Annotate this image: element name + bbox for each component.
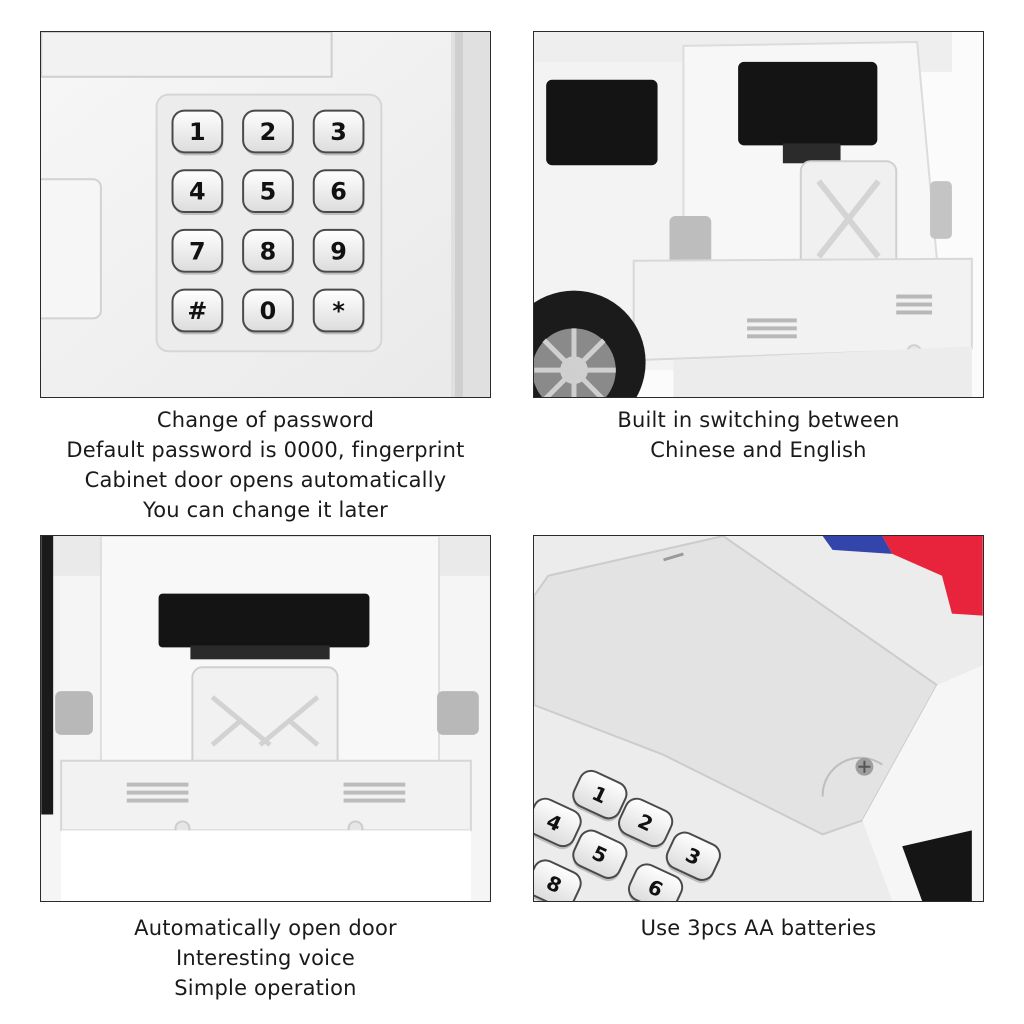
keypad-key-label: 9 — [330, 237, 347, 265]
keypad-key-label: * — [332, 297, 344, 325]
keypad-key: 8 — [242, 228, 294, 275]
keypad-key-label: # — [187, 297, 207, 325]
battery-cover-illustration: 123 456 8 — [534, 536, 983, 901]
photo-car-rear — [533, 31, 984, 398]
keypad-key: 3 — [312, 109, 365, 156]
caption-line: Automatically open door — [134, 916, 397, 940]
keypad-key-label: 4 — [189, 178, 206, 206]
caption-line: You can change it later — [142, 498, 389, 522]
keypad-key: 5 — [242, 169, 294, 215]
caption-password: Change of password Default password is 0… — [40, 405, 491, 525]
caption-line: Use 3pcs AA batteries — [640, 916, 877, 940]
caption-line: Interesting voice — [175, 946, 356, 970]
caption-line: Cabinet door opens automatically — [84, 468, 447, 492]
keypad-key: 8 — [534, 859, 582, 901]
caption-line: Chinese and English — [650, 438, 867, 462]
keypad-key-label: 3 — [330, 118, 347, 146]
keypad-key-label: 6 — [330, 178, 347, 206]
keypad-key: 4 — [534, 797, 582, 850]
keypad-key: 6 — [312, 169, 365, 215]
keypad-key: 0 — [242, 288, 294, 335]
keypad-key-label: 0 — [260, 297, 277, 325]
car-rear-illustration — [534, 32, 983, 397]
keypad-key-label: 7 — [189, 237, 206, 265]
caption-line: Built in switching between — [617, 408, 900, 432]
keypad-key: 1 — [171, 109, 224, 156]
keypad-key: 2 — [242, 109, 294, 156]
keypad-illustration: 1 2 3 4 5 6 7 8 9 #0 * — [41, 32, 490, 397]
caption-door: Automatically open door Interesting voic… — [40, 913, 491, 1003]
caption-batteries: Use 3pcs AA batteries — [533, 913, 984, 943]
caption-line: Default password is 0000, fingerprint — [66, 438, 465, 462]
caption-line: Change of password — [156, 408, 375, 432]
keypad-key: 4 — [171, 169, 224, 215]
keypad-key-label: 8 — [260, 237, 277, 265]
keypad-key: 1 — [572, 769, 628, 822]
keypad-key: 6 — [627, 863, 684, 901]
photo-car-rear-front-view — [40, 535, 491, 902]
keypad-key: * — [312, 288, 365, 335]
red-light — [882, 536, 983, 616]
caption-line: Simple operation — [174, 976, 357, 1000]
keypad-key-label: 1 — [189, 118, 206, 146]
keypad-key: 9 — [312, 228, 365, 275]
keypad-key: 2 — [618, 797, 674, 850]
keypad-key-label: 2 — [260, 118, 277, 146]
keypad-key: # — [171, 288, 224, 335]
keypad-key: 7 — [171, 228, 224, 275]
keypad-key-label: 5 — [260, 178, 277, 206]
car-rear-front-illustration — [41, 536, 490, 901]
keypad-key: 3 — [665, 831, 721, 884]
keypad-key: 5 — [572, 829, 628, 882]
caption-language: Built in switching between Chinese and E… — [533, 405, 984, 465]
photo-keypad-closeup: 1 2 3 4 5 6 7 8 9 #0 * — [40, 31, 491, 398]
